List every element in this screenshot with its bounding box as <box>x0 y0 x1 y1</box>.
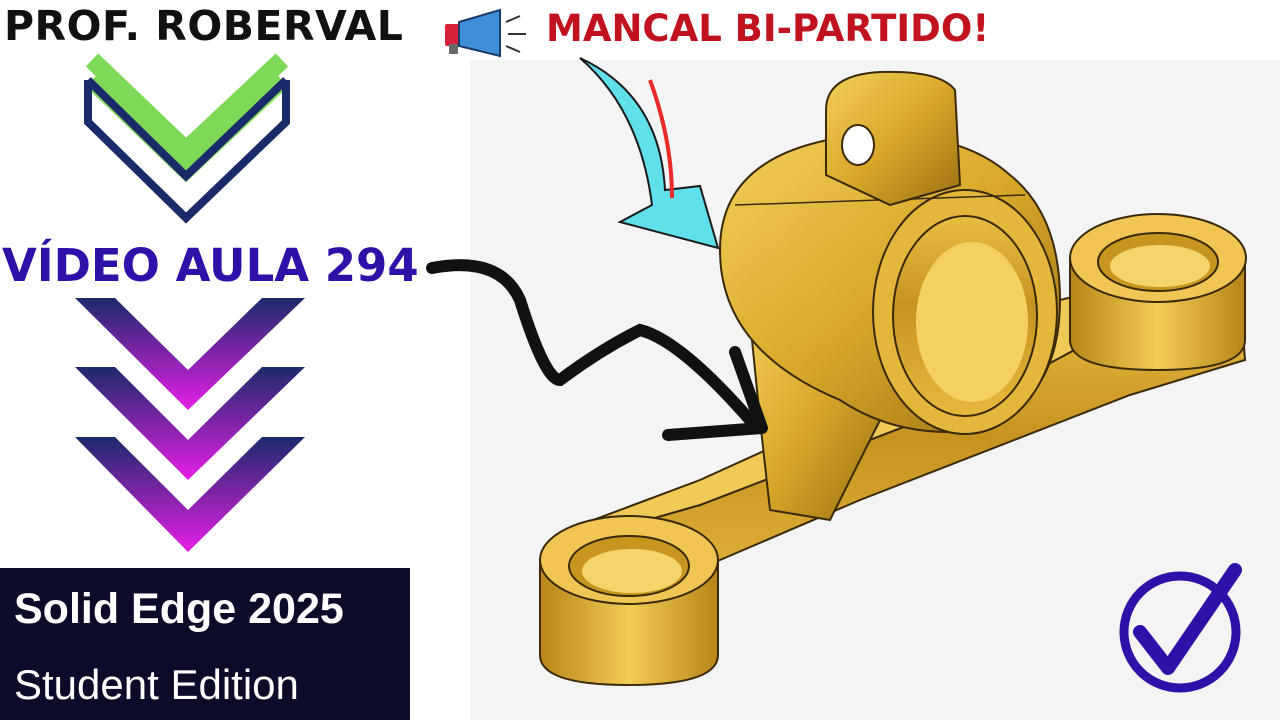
chevron-down-icon <box>84 53 290 224</box>
author-title: PROF. ROBERVAL <box>4 2 404 50</box>
brand-subtitle: Student Edition <box>14 661 299 708</box>
chevron-stack-icon <box>75 298 305 552</box>
megaphone-icon <box>445 8 526 58</box>
housing-cylinder <box>718 133 1062 435</box>
headline: MANCAL BI-PARTIDO! <box>546 7 990 50</box>
right-boss <box>1069 213 1247 372</box>
squiggle-arrow <box>426 259 756 426</box>
top-lug <box>825 70 962 207</box>
left-boss <box>539 515 719 687</box>
brand-title: Solid Edge 2025 <box>14 585 344 633</box>
checkmark-icon <box>1119 563 1242 693</box>
brand-banner <box>0 568 410 720</box>
callout-arrow <box>579 57 720 250</box>
lesson-number: VÍDEO AULA 294 <box>2 239 419 292</box>
